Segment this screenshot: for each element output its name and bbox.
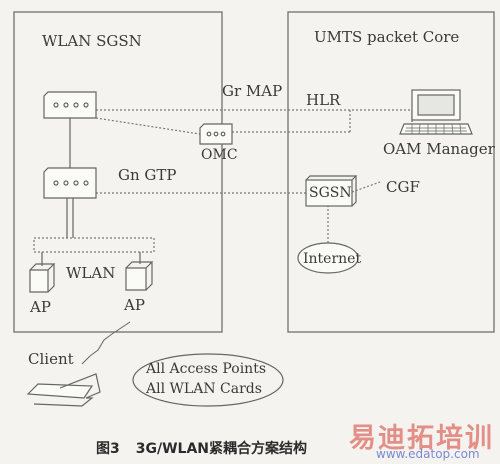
wlan-label: WLAN: [66, 264, 116, 282]
figure-caption: 图3 3G/WLAN紧耦合方案结构: [96, 438, 307, 458]
ap-right-cube: [125, 261, 154, 291]
ap-right-label: AP: [124, 296, 145, 314]
wlan-sgsn-region: [13, 11, 223, 333]
umts-core-region: [287, 11, 495, 333]
client-laptop-icon: [26, 373, 101, 407]
omc-device: [199, 123, 233, 145]
sgsn-box: [305, 179, 353, 207]
hlr-label: HLR: [306, 91, 341, 109]
internet-label: Internet: [303, 251, 362, 267]
umts-core-title: UMTS packet Core: [314, 28, 460, 46]
wireless-link-zigzag: [81, 321, 131, 365]
figure-title: 3G/WLAN紧耦合方案结构: [135, 441, 308, 457]
wlan-sgsn-title: WLAN SGSN: [42, 32, 142, 50]
legend-access-points: All Access Points: [146, 361, 266, 377]
link-router-to-omc: [95, 117, 207, 136]
sgsn-label: SGSN: [309, 185, 352, 201]
legend-ellipse: [132, 353, 284, 407]
client-label: Client: [28, 350, 74, 368]
link-sgsn-to-cgf: [351, 181, 381, 193]
router-device-top: [43, 91, 97, 119]
gn-gtp-label: Gn GTP: [118, 166, 177, 184]
oam-manager-label: OAM Manager: [383, 140, 495, 158]
legend-wlan-cards: All WLAN Cards: [146, 381, 262, 397]
omc-label: OMC: [201, 147, 238, 163]
cgf-label: CGF: [386, 178, 420, 196]
watermark-url: www.edatop.com: [376, 447, 480, 461]
oam-manager-computer-icon: [399, 89, 473, 135]
router-device-middle: [43, 167, 97, 199]
wlan-switch-box: [33, 237, 155, 253]
watermark-logo: 易迪拓培训: [349, 423, 494, 454]
figure-number: 图3: [96, 441, 120, 457]
ap-left-cube: [29, 263, 56, 293]
ap-left-label: AP: [30, 298, 51, 316]
internet-cloud: [297, 242, 359, 274]
gr-map-label: Gr MAP: [222, 82, 283, 100]
